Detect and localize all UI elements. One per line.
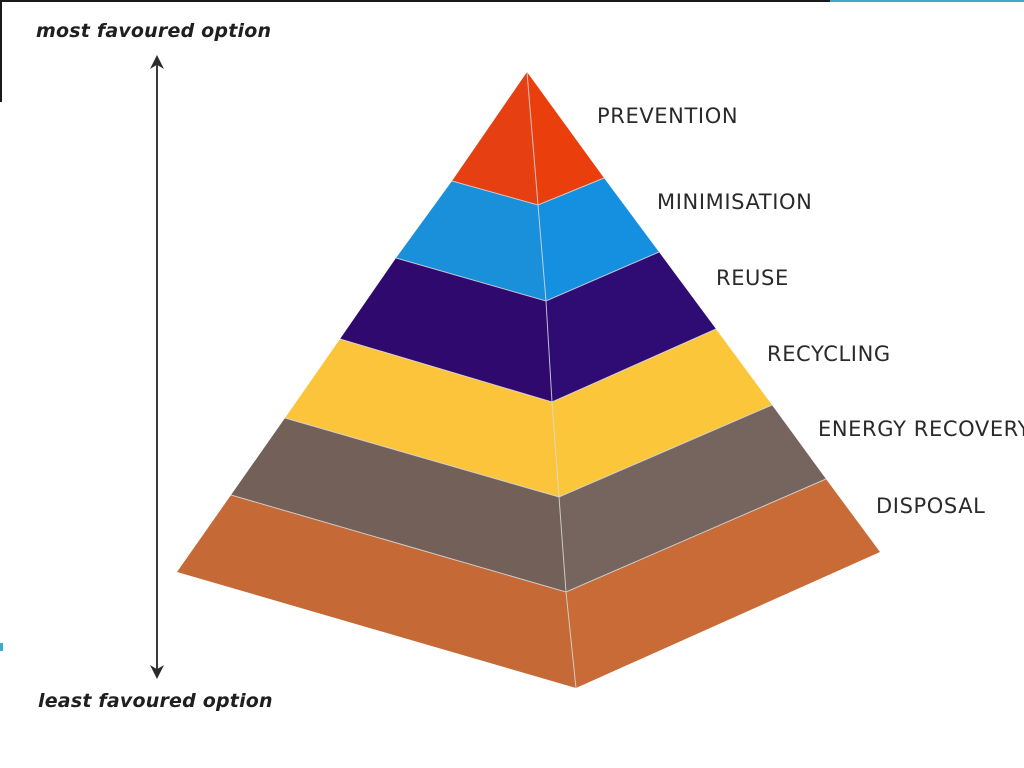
- level-minimisation-front: [396, 181, 546, 301]
- level-recycling-front: [285, 339, 559, 497]
- level-reuse-front: [340, 258, 552, 402]
- label-energy-recovery: ENERGY RECOVERY: [818, 417, 1024, 441]
- label-recycling: RECYCLING: [767, 342, 891, 366]
- edge-accent-mark: [0, 643, 3, 651]
- level-disposal-front: [177, 495, 576, 688]
- frame-border-left: [0, 0, 2, 102]
- label-minimisation: MINIMISATION: [657, 190, 813, 214]
- level-disposal-side: [566, 479, 880, 688]
- level-recycling-side: [552, 329, 772, 497]
- level-prevention-side: [527, 72, 604, 205]
- pyramid-layers: [177, 72, 880, 688]
- pyramid-edges: [230, 71, 827, 689]
- frame-border-accent: [830, 0, 1024, 2]
- label-prevention: PREVENTION: [597, 104, 739, 128]
- label-reuse: REUSE: [716, 266, 789, 290]
- level-prevention-front: [452, 72, 538, 205]
- level-minimisation-side: [538, 178, 659, 301]
- level-energy-recovery-front: [231, 418, 566, 592]
- most-favoured-label: most favoured option: [36, 20, 272, 42]
- level-energy-recovery-side: [559, 405, 826, 592]
- label-disposal: DISPOSAL: [876, 494, 986, 518]
- frame-border-top: [0, 0, 830, 2]
- level-reuse-side: [546, 252, 716, 402]
- least-favoured-label: least favoured option: [38, 690, 273, 712]
